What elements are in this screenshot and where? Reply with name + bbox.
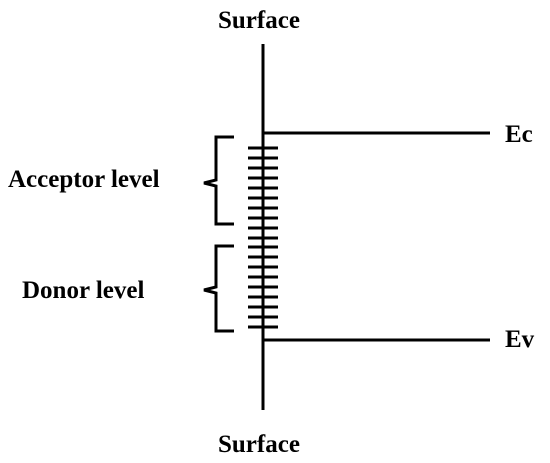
donor-level-label: Donor level [22, 277, 145, 304]
acceptor-brace [203, 135, 234, 226]
donor-brace [203, 244, 234, 333]
surface-bottom-label: Surface [218, 431, 300, 458]
acceptor-level-label: Acceptor level [8, 166, 160, 193]
surface-top-label: Surface [218, 7, 300, 34]
conduction-band-label: Ec [505, 121, 533, 148]
valence-band-label: Ev [505, 326, 535, 353]
surface-state-ticks [248, 146, 278, 329]
